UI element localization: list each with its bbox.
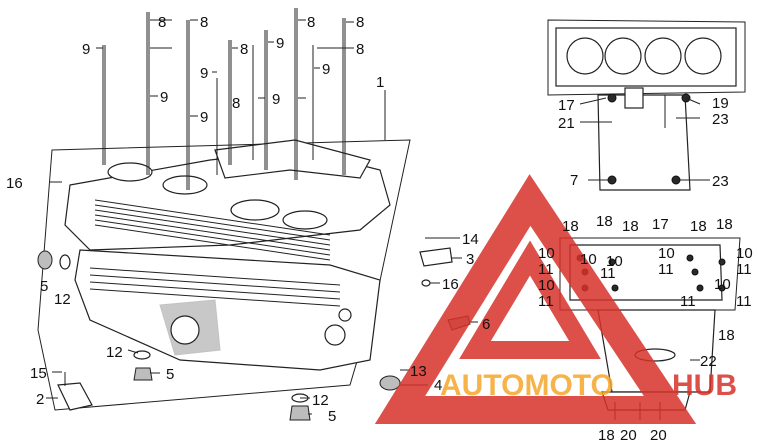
callout-8: 8 xyxy=(307,14,315,31)
callout-9: 9 xyxy=(200,109,208,126)
callout-11: 11 xyxy=(736,293,752,310)
callout-14: 14 xyxy=(462,231,479,248)
callout-9: 9 xyxy=(276,35,284,52)
callout-9: 9 xyxy=(82,41,90,58)
callout-5: 5 xyxy=(40,278,48,295)
callout-3: 3 xyxy=(466,251,474,268)
callout-6: 6 xyxy=(482,316,490,333)
callout-10: 10 xyxy=(538,277,555,294)
callout-11: 11 xyxy=(680,293,696,310)
callout-18: 18 xyxy=(690,218,707,235)
callout-18: 18 xyxy=(622,218,639,235)
callout-9: 9 xyxy=(200,65,208,82)
gasket-assembly-right xyxy=(547,19,746,191)
callout-11: 11 xyxy=(736,261,752,278)
callout-20: 20 xyxy=(620,427,637,444)
callout-18: 18 xyxy=(562,218,579,235)
callout-20: 20 xyxy=(650,427,667,444)
callout-23: 23 xyxy=(712,173,729,190)
callout-19: 19 xyxy=(712,95,729,112)
callout-22: 22 xyxy=(700,353,717,370)
callout-8: 8 xyxy=(356,41,364,58)
callout-8: 8 xyxy=(356,14,364,31)
callout-17: 17 xyxy=(558,97,575,114)
callout-7: 7 xyxy=(570,172,578,189)
callout-12: 12 xyxy=(54,291,71,308)
callout-21: 21 xyxy=(558,115,575,132)
watermark-text-hub: HUB xyxy=(672,369,737,402)
callout-2: 2 xyxy=(36,391,44,408)
callout-8: 8 xyxy=(200,14,208,31)
automotohub-watermark: AUTOMOTO HUB xyxy=(374,174,737,424)
callout-13: 13 xyxy=(410,363,427,380)
callout-4: 4 xyxy=(434,377,442,394)
callout-11: 11 xyxy=(658,261,674,278)
callout-18: 18 xyxy=(716,216,733,233)
callout-12: 12 xyxy=(106,344,123,361)
crankcase-assembly xyxy=(37,139,411,411)
callout-10: 10 xyxy=(658,245,675,262)
callout-10: 10 xyxy=(606,253,623,270)
callout-17: 17 xyxy=(652,216,669,233)
callout-18: 18 xyxy=(598,427,615,444)
callout-1: 1 xyxy=(376,74,384,91)
callout-11: 11 xyxy=(538,261,554,278)
callout-15: 15 xyxy=(30,365,47,382)
callout-11: 11 xyxy=(538,293,554,310)
callout-8: 8 xyxy=(240,41,248,58)
small-parts-left xyxy=(37,237,471,421)
callout-10: 10 xyxy=(580,251,597,268)
callout-18: 18 xyxy=(596,213,613,230)
callout-8: 8 xyxy=(158,14,166,31)
callout-10: 10 xyxy=(538,245,555,262)
callout-9: 9 xyxy=(322,61,330,78)
callout-18: 18 xyxy=(718,327,735,344)
cylinder-studs xyxy=(102,8,346,190)
callout-9: 9 xyxy=(272,91,280,108)
callout-9: 9 xyxy=(160,89,168,106)
callout-5: 5 xyxy=(328,408,336,425)
callout-5: 5 xyxy=(166,366,174,383)
callout-16: 16 xyxy=(442,276,459,293)
callout-23: 23 xyxy=(712,111,729,128)
callout-12: 12 xyxy=(312,392,329,409)
triangle-logo-inner-icon xyxy=(459,240,601,359)
triangle-logo-icon xyxy=(374,174,697,424)
watermark-text-automoto: AUTOMOTO xyxy=(440,369,614,402)
callout-labels: 1 2 3 4 5 5 5 6 7 8 8 8 8 8 8 8 9 9 9 9 … xyxy=(6,14,753,444)
callout-10: 10 xyxy=(714,276,731,293)
callout-10: 10 xyxy=(736,245,753,262)
callout-11: 11 xyxy=(600,265,616,282)
callout-8: 8 xyxy=(232,95,240,112)
callout-16: 16 xyxy=(6,175,23,192)
